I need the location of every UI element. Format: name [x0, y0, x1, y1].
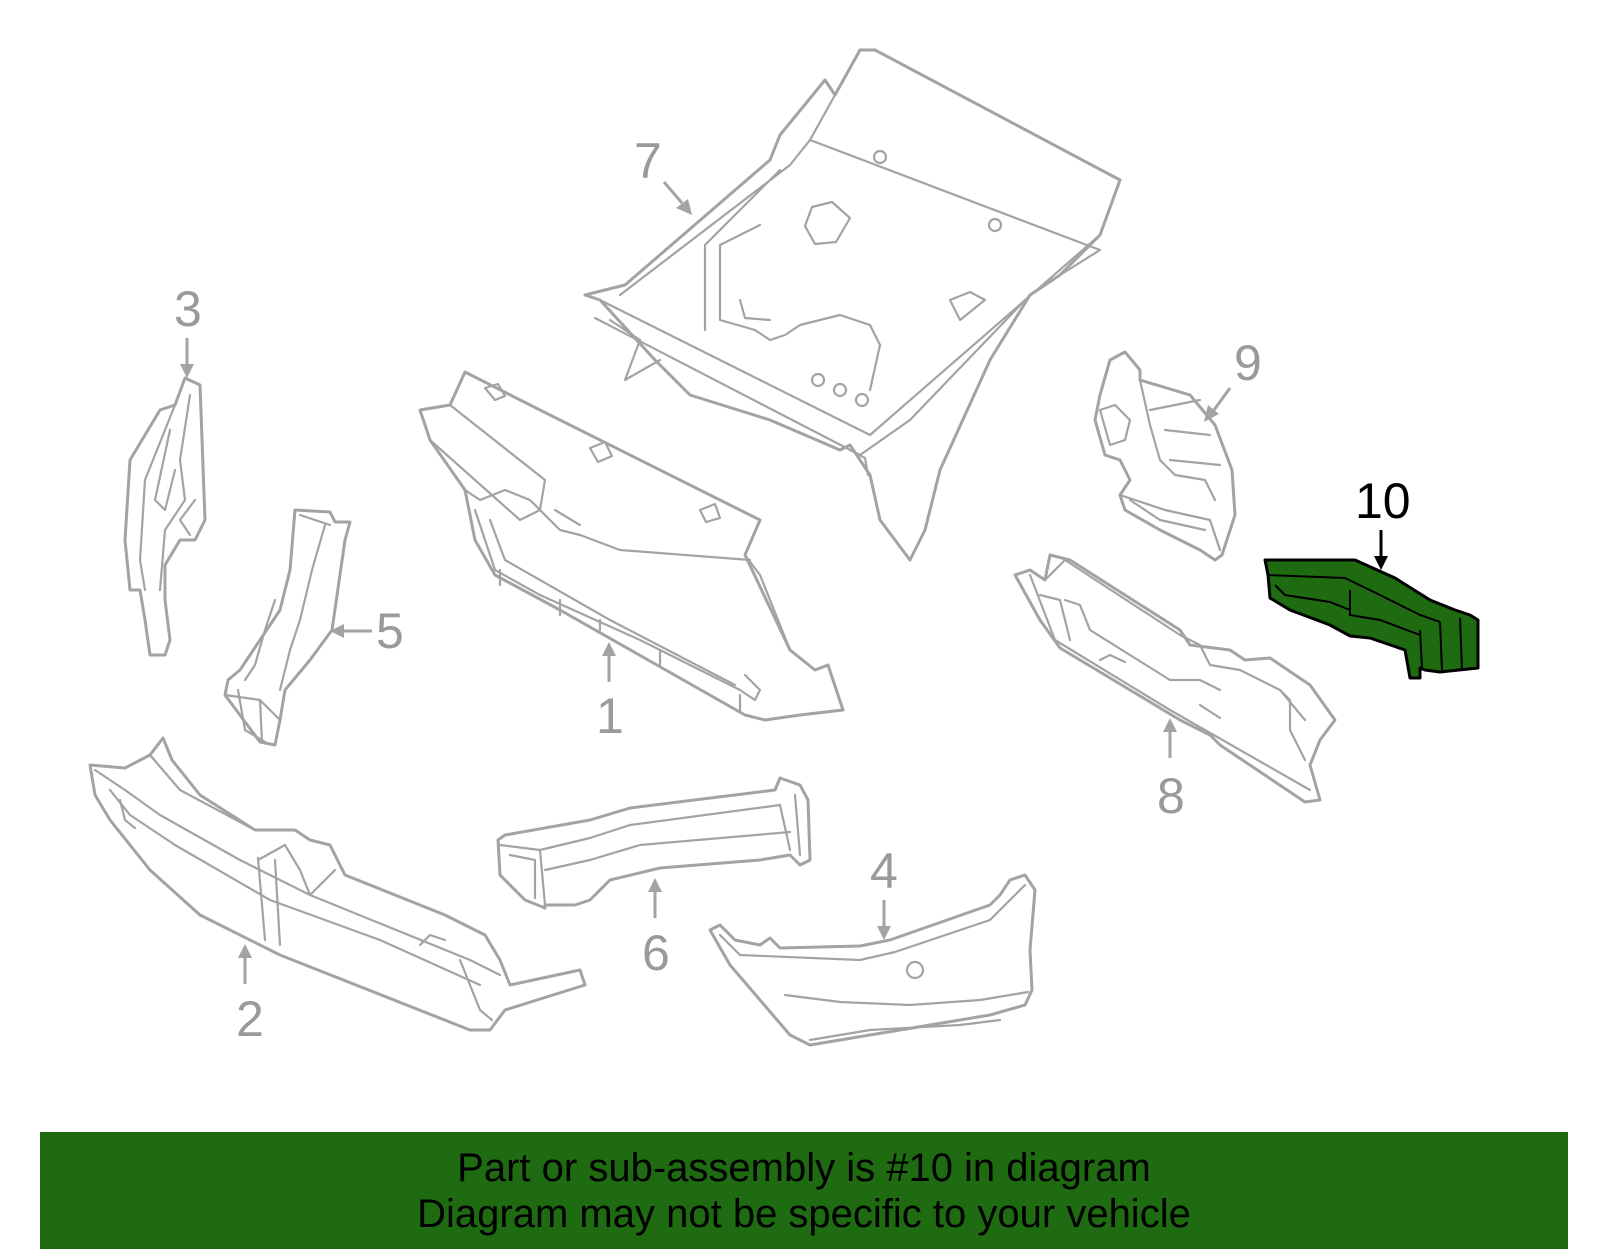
callout-2: 2 [236, 944, 264, 1047]
callout-9: 9 [1204, 335, 1262, 422]
callout-9-label: 9 [1234, 335, 1262, 391]
callout-2-label: 2 [236, 991, 264, 1047]
part-1-panel [418, 370, 845, 722]
callout-6-label: 6 [642, 925, 670, 981]
banner-line-disclaimer: Diagram may not be specific to your vehi… [417, 1191, 1191, 1236]
part-9-bracket [1093, 350, 1237, 562]
callout-10-label: 10 [1355, 473, 1411, 529]
banner-line-part-number: Part or sub-assembly is #10 in diagram [457, 1145, 1151, 1190]
callout-1: 1 [596, 642, 624, 744]
callout-6: 6 [642, 878, 670, 981]
callout-8: 8 [1157, 718, 1185, 824]
part-8-panel [1013, 553, 1337, 804]
callout-7-label: 7 [634, 133, 662, 189]
part-4-shield [708, 873, 1037, 1047]
part-10-duct [1263, 558, 1480, 680]
callout-1-label: 1 [596, 688, 624, 744]
part-6-duct [496, 776, 812, 910]
callout-3-label: 3 [174, 281, 202, 337]
callout-5: 5 [330, 603, 404, 659]
parts-diagram: 1 2 3 4 5 6 7 8 9 10 [88, 48, 1480, 1047]
callout-4: 4 [870, 843, 898, 940]
part-3-bracket [123, 376, 207, 657]
callout-7: 7 [634, 133, 692, 215]
callout-8-label: 8 [1157, 768, 1185, 824]
part-5-duct [223, 508, 352, 747]
part-info-banner: Part or sub-assembly is #10 in diagram D… [40, 1132, 1568, 1249]
callout-5-label: 5 [376, 603, 404, 659]
callout-3: 3 [174, 281, 202, 378]
callout-10: 10 [1355, 473, 1411, 570]
callout-4-label: 4 [870, 843, 898, 899]
part-2-crossmember [88, 736, 587, 1032]
part-7-housing [583, 48, 1122, 562]
